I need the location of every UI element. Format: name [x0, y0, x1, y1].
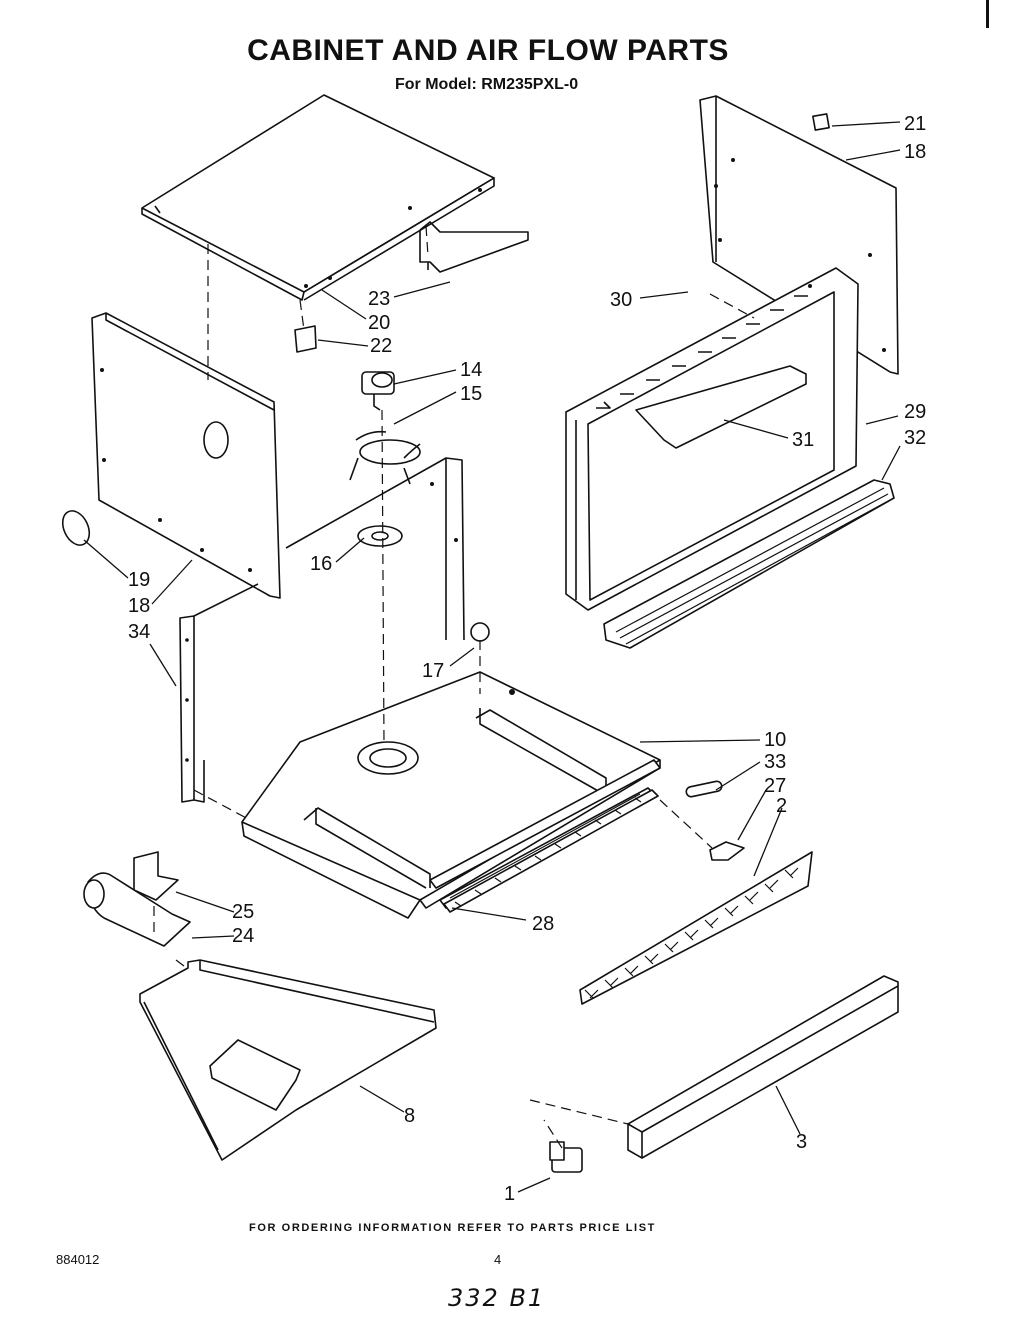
callout-32: 32	[904, 427, 926, 449]
callout-19: 19	[128, 569, 150, 591]
alignment-lines	[153, 225, 755, 1149]
callout-30: 30	[610, 289, 632, 311]
callout-17: 17	[422, 660, 444, 682]
callout-29: 29	[904, 401, 926, 423]
leader-lines	[83, 121, 901, 1193]
callout-33: 33	[764, 751, 786, 773]
air-guide-strip	[443, 789, 659, 913]
callout-3: 3	[796, 1131, 807, 1153]
handwritten-note: 332 B1	[448, 1284, 546, 1312]
page-number: 4	[494, 1252, 502, 1267]
callout-24: 24	[232, 925, 254, 947]
left-wall-panel	[179, 583, 259, 803]
scan-edge-mark	[986, 0, 989, 28]
left-side-panel	[61, 312, 281, 599]
vent-channel	[627, 975, 899, 1159]
lower-trim	[603, 479, 895, 649]
callout-8: 8	[404, 1105, 415, 1127]
callout-34: 34	[128, 621, 150, 643]
callout-25: 25	[232, 901, 254, 923]
model-line: For Model: RM235PXL-0	[395, 76, 579, 93]
callout-1: 1	[504, 1183, 515, 1205]
callout-31: 31	[792, 429, 814, 451]
small-parts	[83, 325, 745, 1173]
page-title: CABINET AND AIR FLOW PARTS	[0, 34, 1036, 68]
rear-panel	[285, 457, 465, 641]
callout-14: 14	[460, 359, 482, 381]
callout-15: 15	[460, 383, 482, 405]
callout-labels: 21 18 23 20 22 14 15 16 17 19 18 34 10 3…	[128, 113, 926, 1205]
front-frame	[565, 267, 859, 611]
base-pan	[241, 671, 661, 919]
callout-18-right: 18	[904, 141, 926, 163]
callout-28: 28	[532, 913, 554, 935]
callout-23: 23	[368, 288, 390, 310]
document-number: 884012	[56, 1252, 100, 1267]
callout-16: 16	[310, 553, 332, 575]
fan-assembly	[349, 371, 490, 642]
top-panel	[141, 94, 529, 301]
ordering-note: FOR ORDERING INFORMATION REFER TO PARTS …	[249, 1222, 656, 1234]
callout-18-left: 18	[128, 595, 150, 617]
callout-20: 20	[368, 312, 390, 334]
page-title-text: CABINET AND AIR FLOW PARTS	[247, 34, 729, 67]
callout-10: 10	[764, 729, 786, 751]
callout-22: 22	[370, 335, 392, 357]
callout-21: 21	[904, 113, 926, 135]
callout-27: 27	[764, 775, 786, 797]
callout-2: 2	[776, 795, 787, 817]
bottom-plate	[139, 959, 437, 1161]
mesh-screen	[579, 851, 813, 1005]
